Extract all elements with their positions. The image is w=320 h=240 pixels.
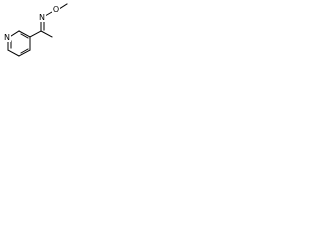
oxime-ether-chain <box>29 3 68 38</box>
pyridine-ring <box>7 30 31 57</box>
imine-nitrogen-label: N <box>39 13 45 22</box>
bond-c2-c3 <box>18 30 31 38</box>
molecule-svg: N N O <box>3 3 68 57</box>
bond-c5-c6 <box>7 49 20 57</box>
structure-diagram: N N O <box>0 0 78 73</box>
bond-o-methyl <box>58 3 68 10</box>
oxygen-label: O <box>53 5 59 14</box>
bond-cimine-methyl <box>40 30 53 38</box>
bond-c2-c3-inner <box>20 33 29 39</box>
bond-c4-c5 <box>18 49 31 57</box>
atom-labels: N N O <box>3 5 60 42</box>
bond-n1-c2 <box>10 30 20 37</box>
bond-c2-cimine <box>29 30 42 38</box>
bond-nimine-o <box>44 11 53 17</box>
bond-c4-c5-inner <box>20 48 29 54</box>
ring-nitrogen-label: N <box>4 33 10 42</box>
